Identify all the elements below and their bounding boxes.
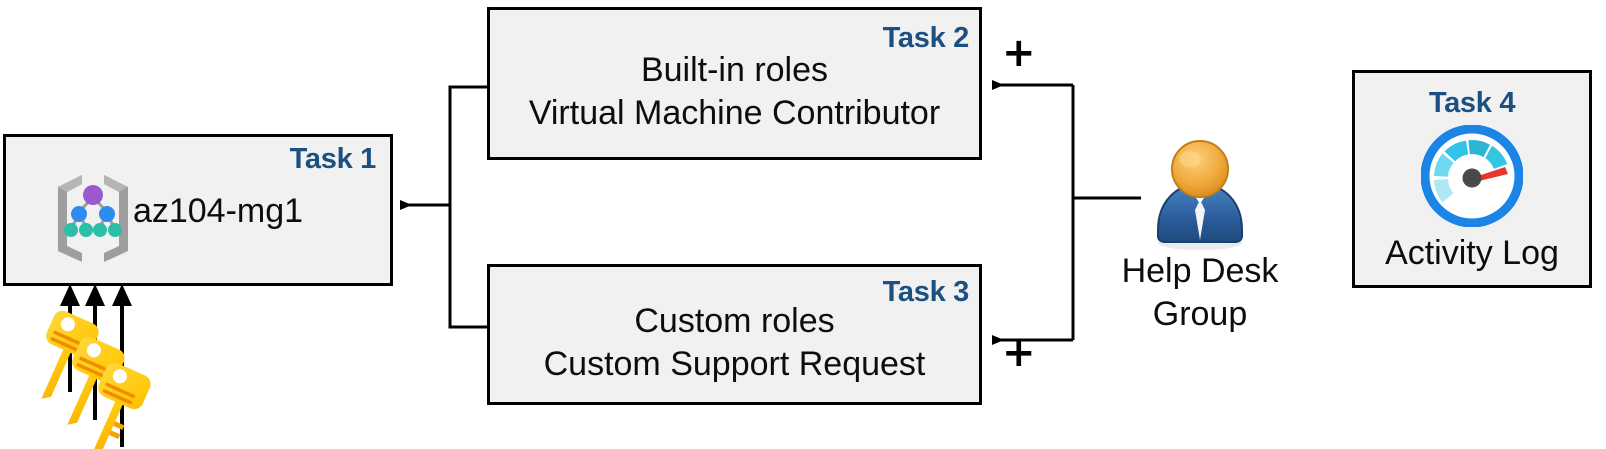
- task4-label: Task 4: [1428, 87, 1516, 119]
- task1-label: Task 1: [289, 143, 377, 175]
- management-group-icon: [48, 167, 138, 262]
- user-group-icon: [1140, 140, 1260, 255]
- task3-label: Task 3: [882, 276, 970, 308]
- group-label-line2: Group: [1152, 295, 1248, 333]
- activity-log-gauge-icon: [1420, 124, 1524, 228]
- plus-bottom: +: [1002, 330, 1036, 376]
- task3-line1: Custom roles: [634, 302, 835, 340]
- task4-text: Activity Log: [1385, 234, 1559, 272]
- task2-label: Task 2: [882, 22, 970, 54]
- task2-line1: Built-in roles: [640, 51, 829, 89]
- task4-box[interactable]: Task 4 Activity Log: [1352, 70, 1592, 288]
- plus-top: +: [1002, 30, 1036, 76]
- task2-box[interactable]: Task 2 Built-in roles Virtual Machine Co…: [487, 7, 982, 160]
- task1-box[interactable]: Task 1 az104-mg1: [3, 134, 393, 286]
- task2-line2: Virtual Machine Contributor: [528, 94, 941, 132]
- task3-line2: Custom Support Request: [543, 345, 926, 383]
- task3-box[interactable]: Task 3 Custom roles Custom Support Reque…: [487, 264, 982, 405]
- keys-icon: [34, 310, 164, 449]
- group-label-line1: Help Desk: [1121, 252, 1279, 290]
- task1-text: az104-mg1: [132, 192, 304, 230]
